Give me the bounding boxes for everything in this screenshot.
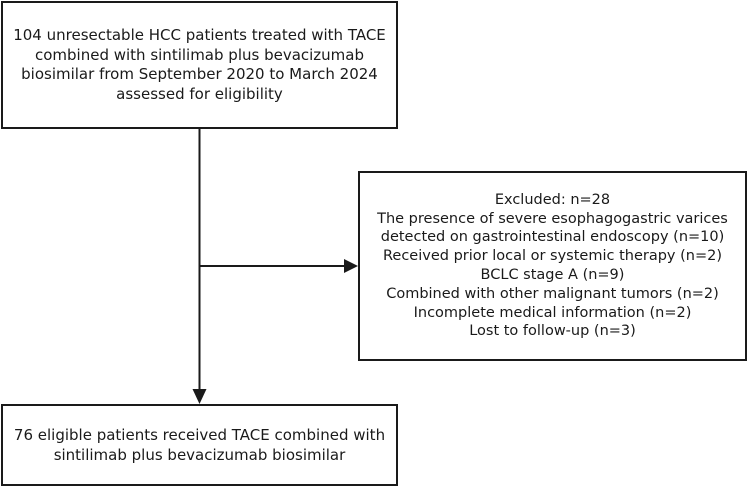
excluded-reason-lost-follow-up: Lost to follow-up (n=3) bbox=[469, 323, 636, 340]
assessed-line-3: biosimilar from September 2020 to March … bbox=[21, 65, 378, 83]
assessed-patients-box: 104 unresectable HCC patients treated wi… bbox=[1, 1, 398, 129]
excluded-reason-varices-1: The presence of severe esophagogastric v… bbox=[377, 210, 728, 227]
eligible-line-1: 76 eligible patients received TACE combi… bbox=[13, 426, 386, 444]
eligible-patients-box: 76 eligible patients received TACE combi… bbox=[1, 404, 398, 486]
assessed-line-2: combined with sintilimab plus bevacizuma… bbox=[34, 45, 365, 64]
eligible-line-2: sintilimab plus bevacizumab biosimilar bbox=[53, 446, 346, 464]
excluded-reason-prior-therapy: Received prior local or systemic therapy… bbox=[382, 248, 722, 265]
excluded-patients-box: Excluded: n=28 The presence of severe es… bbox=[358, 171, 747, 361]
arrow-to-included-icon bbox=[192, 389, 207, 404]
assessed-line-4: assessed for eligibility bbox=[116, 84, 283, 103]
arrow-to-excluded-icon bbox=[344, 259, 358, 273]
excluded-total: Excluded: n=28 bbox=[494, 191, 611, 208]
excluded-reason-malignancy: Combined with other malignant tumors (n=… bbox=[386, 285, 719, 302]
excluded-reason-varices-2: detected on gastrointestinal endoscopy (… bbox=[380, 229, 725, 246]
excluded-reason-bclc: BCLC stage A (n=9) bbox=[480, 267, 625, 283]
assessed-line-1: 104 unresectable HCC patients treated wi… bbox=[13, 26, 386, 44]
excluded-reason-incomplete-info: Incomplete medical information (n=2) bbox=[413, 304, 692, 321]
